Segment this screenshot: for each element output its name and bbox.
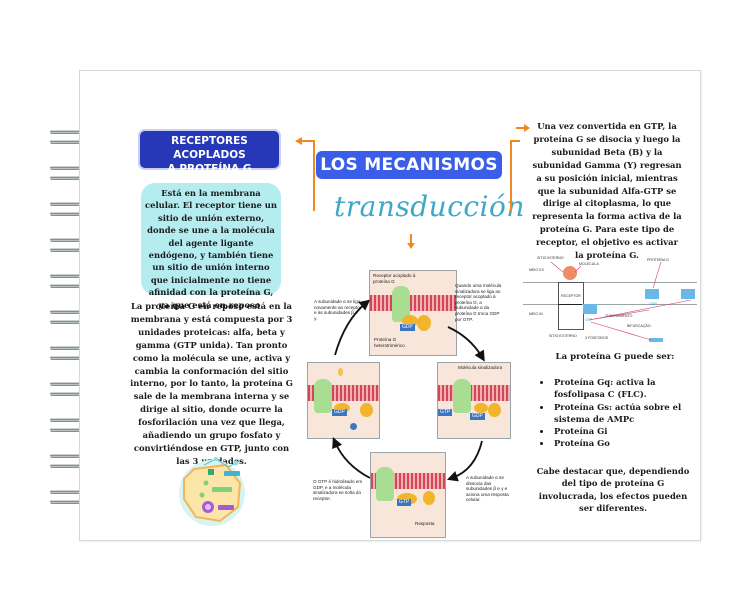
- label-molecula: MOLÉCULA: [579, 262, 599, 266]
- gdp-tag: GDP: [470, 413, 485, 420]
- caption-dissociation: A subunidade α se dissocia das subunidad…: [466, 475, 509, 503]
- label-bifurcacion: BIFURCAÇÃO: [627, 324, 651, 328]
- label-proteina-g: PROTEÍNA G: [647, 258, 669, 262]
- label-sitio-interno: SITIO INTERNO: [537, 256, 564, 260]
- cycle-step-top: Receptor acoplado à proteína G GDP Prote…: [369, 270, 457, 356]
- badge-line-2: A PROTEÍNA G: [167, 163, 252, 175]
- list-item: Proteína Gq: activa la fosfolipasa C (FL…: [552, 376, 702, 401]
- closing-note: Cabe destacar que, dependiendo del tipo …: [536, 466, 690, 513]
- molecule-icon: [563, 266, 577, 280]
- caption-reassociation: A subunidade α se liga novamente ao rece…: [314, 299, 362, 321]
- gtp-tag: GTP: [438, 409, 453, 416]
- signal-molecule-label: Molécula sinalizadora: [458, 365, 503, 370]
- label-medio-in: MEIO IN: [529, 312, 543, 316]
- caption-hydrolysis: O GTP é hidrolisado em GDP, e a molécula…: [313, 479, 363, 501]
- label-medio-ext: MEIO EX: [529, 268, 544, 272]
- label-receptor: RECEPTOR: [561, 294, 581, 298]
- g-protein-activation-text: Una vez convertida en GTP, la proteína G…: [532, 121, 682, 261]
- list-item: Proteína Gs: actúa sobre el sistema de A…: [552, 401, 702, 426]
- g-protein-types-title: La proteína G puede ser:: [555, 352, 675, 362]
- arrow-left-icon: [295, 137, 302, 145]
- page-title: LOS MECANISMOS DE: [316, 151, 502, 203]
- receptor-mechanism-diagram: SITIO INTERNO MOLÉCULA MEIO EX RECEPTOR …: [523, 252, 697, 342]
- receptor-description-bubble: Está en la membrana celular. El receptor…: [141, 183, 281, 310]
- section-badge-receptores: RECEPTORES ACOPLADOS A PROTEÍNA G: [140, 131, 279, 175]
- released-molecule-icon: [338, 368, 343, 376]
- label-movimiento: 1º MOVIMIENTO: [605, 314, 633, 318]
- gdp-tag: GDP: [400, 324, 415, 331]
- phosphate-icon: [350, 423, 357, 430]
- g-protein-types-list: Proteína Gq: activa la fosfolipasa C (FL…: [540, 376, 702, 450]
- gtp-tag: GTP: [397, 499, 412, 506]
- label-fosforos: 3 FÓSFOROS: [585, 336, 609, 340]
- cycle-arrows: [332, 299, 485, 482]
- g-protein-rest-text: La proteína G en reposo está en la membr…: [130, 301, 293, 466]
- label-sitio-externo: SITIO EXTERNO: [549, 334, 577, 338]
- g-protein-label: Proteína G heterotrimérico: [374, 337, 405, 348]
- label-gdp: GDP: [649, 302, 657, 306]
- cycle-step-right: Molécula sinalizadora GTP GDP: [437, 362, 511, 439]
- cycle-step-bottom: GTP Resposta: [370, 452, 446, 538]
- badge-line-1: RECEPTORES ACOPLADOS: [171, 135, 248, 161]
- list-item: Proteína Go: [552, 437, 702, 449]
- cell-signaling-illustration: [179, 457, 245, 526]
- arrow-right-icon: [524, 124, 530, 132]
- caption-gdp-gtp-exchange: Quando uma molécula sinalizadora se liga…: [455, 283, 502, 322]
- gdp-tag: GDP: [332, 409, 347, 416]
- label-gtp: GTP: [585, 318, 593, 322]
- response-label: Resposta: [415, 521, 435, 526]
- receptor-label: Receptor acoplado à proteína G: [373, 273, 416, 284]
- cycle-step-left: GDP: [307, 362, 380, 439]
- list-item: Proteína Gi: [552, 425, 702, 437]
- page-subtitle: transducción: [334, 190, 525, 223]
- arrow-down-icon: [407, 243, 415, 249]
